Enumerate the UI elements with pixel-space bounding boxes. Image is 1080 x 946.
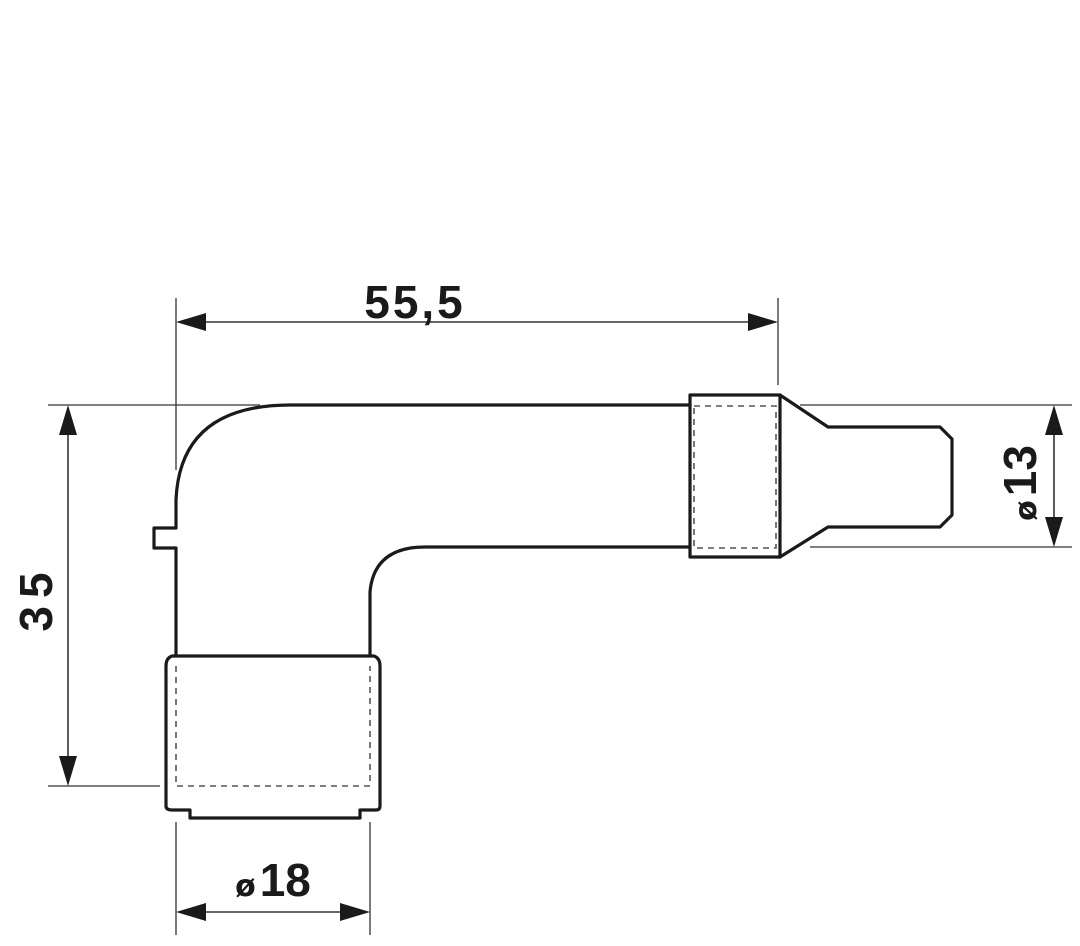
body-inner-edge [368,545,692,657]
right-sleeve [688,393,782,559]
arrowhead-top [59,405,77,435]
boot-hidden-lines [175,666,371,787]
dimension-height: 35 [10,404,260,787]
sleeve-hidden-lines [693,405,777,549]
dimension-terminal-diameter: ø 13 [800,404,1072,548]
terminal-outline [778,393,954,559]
terminal-pin [778,393,954,559]
height-value: 35 [10,564,62,631]
dimension-length: 55,5 [175,276,779,470]
arrowhead-terminal-bottom [1045,517,1063,547]
arrowhead-boot-right [340,903,370,921]
arrowhead-bottom [59,756,77,786]
terminal-diameter-label: ø 13 [994,445,1046,521]
sleeve-outline [688,393,782,559]
bottom-boot [164,654,382,820]
terminal-diameter-value: 13 [994,445,1046,496]
diameter-symbol: ø [235,869,256,904]
boot-diameter-label: ø18 [235,854,311,906]
arrowhead-terminal-top [1045,405,1063,435]
body-outer-edge [152,403,692,657]
boot-diameter-value: 18 [260,854,311,906]
dimension-boot-diameter: ø18 [175,822,371,935]
arrowhead-right [748,313,778,331]
arrowhead-boot-left [176,903,206,921]
connector-body [152,403,692,657]
arrowhead-left [176,313,206,331]
boot-outline [164,654,382,820]
length-value: 55,5 [364,276,466,328]
diameter-symbol: ø [1009,500,1044,521]
